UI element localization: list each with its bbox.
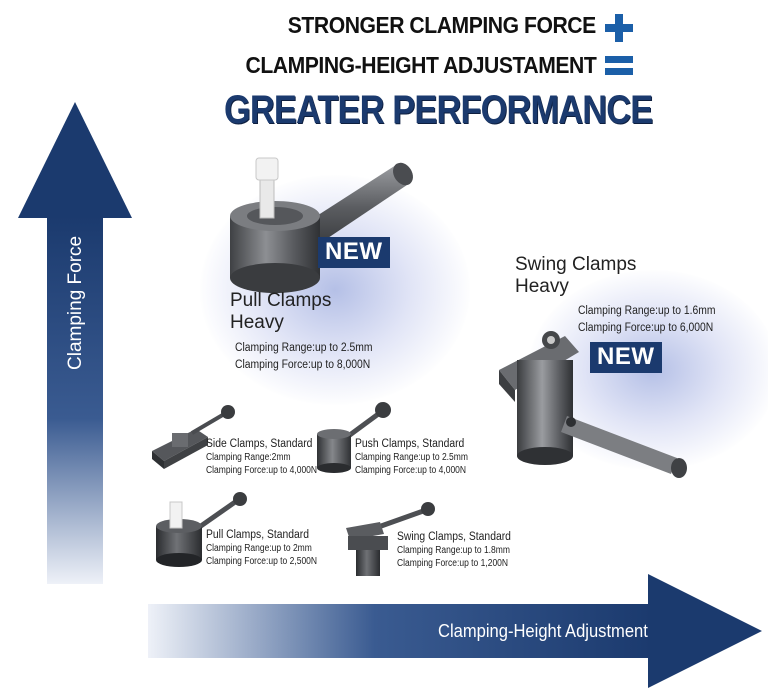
pull-heavy-new-badge: NEW [318,237,390,268]
side-standard-force: Clamping Force:up to 4,000N [206,465,318,476]
headline-line-2: CLAMPING-HEIGHT ADJUSTAMENT [245,52,596,78]
pull-heavy-force: Clamping Force:up to 8,000N [235,359,371,371]
y-axis-label: Clamping Force [65,235,86,370]
pull-heavy-title-2: Heavy [230,312,284,333]
swing-heavy-title-1: Swing Clamps [515,254,637,275]
push-standard-title: Push Clamps, Standard [355,438,465,450]
headline-greater-performance: GREATER PERFORMANCE [224,88,653,132]
pull-standard-force: Clamping Force:up to 2,500N [206,556,318,567]
swing-heavy-force: Clamping Force:up to 6,000N [578,322,714,334]
swing-standard-title: Swing Clamps, Standard [397,531,511,543]
headline-line-1: STRONGER CLAMPING FORCE [288,12,596,38]
pull-standard-title: Pull Clamps, Standard [206,529,309,541]
push-standard-force: Clamping Force:up to 4,000N [355,465,467,476]
pull-heavy-range: Clamping Range:up to 2.5mm [235,342,373,354]
x-axis-arrow [148,574,762,688]
side-standard-title: Side Clamps, Standard [206,438,313,450]
swing-heavy-title-2: Heavy [515,276,569,297]
swing-standard-range: Clamping Range:up to 1.8mm [397,545,510,556]
equals-icon [603,53,635,79]
y-axis-arrow [18,102,132,584]
side-clamp-standard-image [148,403,238,473]
pull-clamp-standard-image [150,490,250,570]
push-standard-range: Clamping Range:up to 2.5mm [355,452,468,463]
swing-clamp-standard-image [340,500,440,582]
swing-standard-force: Clamping Force:up to 1,200N [397,558,509,569]
swing-heavy-new-badge: NEW [590,342,662,373]
push-clamp-standard-image [313,400,393,475]
plus-icon [603,12,635,44]
swing-clamp-heavy-image [495,318,695,488]
side-standard-range: Clamping Range:2mm [206,452,291,463]
pull-heavy-title-1: Pull Clamps [230,290,332,311]
pull-clamp-heavy-image [218,150,418,300]
x-axis-label: Clamping-Height Adjustment [438,621,648,641]
pull-standard-range: Clamping Range:up to 2mm [206,543,312,554]
swing-heavy-range: Clamping Range:up to 1.6mm [578,305,716,317]
